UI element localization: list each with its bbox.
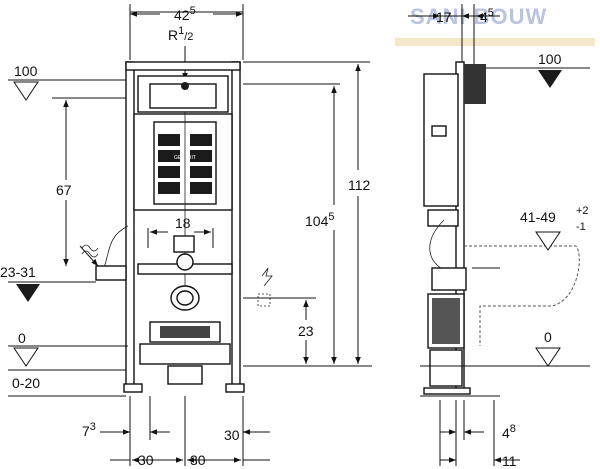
side-level-zero-marker bbox=[535, 347, 561, 367]
level-zero: 0 bbox=[18, 330, 26, 346]
pipe-size-label: R1/2 bbox=[168, 25, 193, 43]
tol-minus: -1 bbox=[576, 221, 586, 233]
dim-11: 11 bbox=[502, 453, 517, 469]
dim-112: 112 bbox=[348, 177, 371, 193]
drain-grille bbox=[160, 326, 210, 338]
flush-button-5 bbox=[158, 166, 180, 178]
flush-button-4 bbox=[190, 150, 212, 162]
dim-23: 23 bbox=[298, 323, 314, 339]
dim-18: 18 bbox=[175, 215, 191, 231]
flush-button-3 bbox=[158, 150, 180, 162]
level-23-31-marker bbox=[16, 284, 40, 302]
flush-button-2 bbox=[190, 134, 212, 146]
dim-4: 45 bbox=[480, 7, 494, 25]
dim-30-left: 30 bbox=[138, 452, 154, 468]
dim-104: 1045 bbox=[305, 211, 334, 229]
watermark-bar bbox=[395, 38, 595, 46]
flush-button-7 bbox=[158, 182, 180, 194]
side-view: 17 45 100 41-49 +2 -1 0 bbox=[408, 4, 590, 469]
frame-top-rail bbox=[125, 61, 241, 71]
range-41-49: 41-49 bbox=[520, 209, 556, 225]
side-range-marker bbox=[535, 231, 561, 251]
side-connector bbox=[431, 267, 467, 291]
supply-connection-icon bbox=[176, 253, 194, 271]
wc-pan-outline bbox=[464, 245, 580, 346]
dim-30-far: 30 bbox=[224, 427, 240, 443]
dim-7: 73 bbox=[82, 421, 96, 439]
level-23-31: 23-31 bbox=[0, 264, 36, 280]
flush-button-8 bbox=[190, 182, 212, 194]
side-cistern bbox=[423, 73, 459, 207]
level-top: 100 bbox=[14, 63, 38, 79]
flex-hose bbox=[103, 225, 129, 269]
side-flex-hose bbox=[429, 219, 445, 271]
side-foot bbox=[423, 387, 471, 395]
side-lower-pipe bbox=[429, 349, 463, 387]
dim-30-right: 30 bbox=[190, 452, 206, 468]
flush-button-1 bbox=[158, 134, 180, 146]
frame-right-post bbox=[231, 61, 241, 391]
dim-17: 17 bbox=[436, 9, 452, 25]
side-flush-plate bbox=[464, 64, 486, 104]
base-frame bbox=[139, 343, 231, 365]
left-foot bbox=[123, 383, 143, 393]
water-connection bbox=[173, 235, 195, 253]
level-zero-marker bbox=[13, 347, 39, 367]
side-level-top: 100 bbox=[538, 51, 562, 67]
level-top-marker bbox=[13, 81, 39, 101]
front-view: 425 R1/2 GEBERIT 18 bbox=[0, 4, 372, 468]
flush-button-6 bbox=[190, 166, 212, 178]
side-valve bbox=[431, 125, 447, 137]
side-level-zero: 0 bbox=[544, 329, 552, 345]
tol-plus: +2 bbox=[576, 205, 589, 217]
inlet-valve-icon bbox=[181, 82, 189, 90]
side-drain-corrugation bbox=[432, 298, 460, 344]
side-level-top-marker bbox=[538, 70, 562, 88]
water-symbol-icon bbox=[81, 244, 99, 252]
drain-pipe bbox=[167, 365, 203, 385]
supply-valve bbox=[95, 265, 127, 281]
dim-67: 67 bbox=[56, 182, 72, 198]
electric-icon bbox=[261, 267, 273, 287]
dim-4-bottom: 48 bbox=[502, 423, 516, 441]
electric-socket-icon bbox=[257, 293, 271, 307]
dim-top-width: 425 bbox=[174, 5, 196, 23]
side-bracket bbox=[427, 209, 459, 227]
floor-range: 0-20 bbox=[12, 375, 40, 391]
right-foot bbox=[225, 383, 245, 393]
